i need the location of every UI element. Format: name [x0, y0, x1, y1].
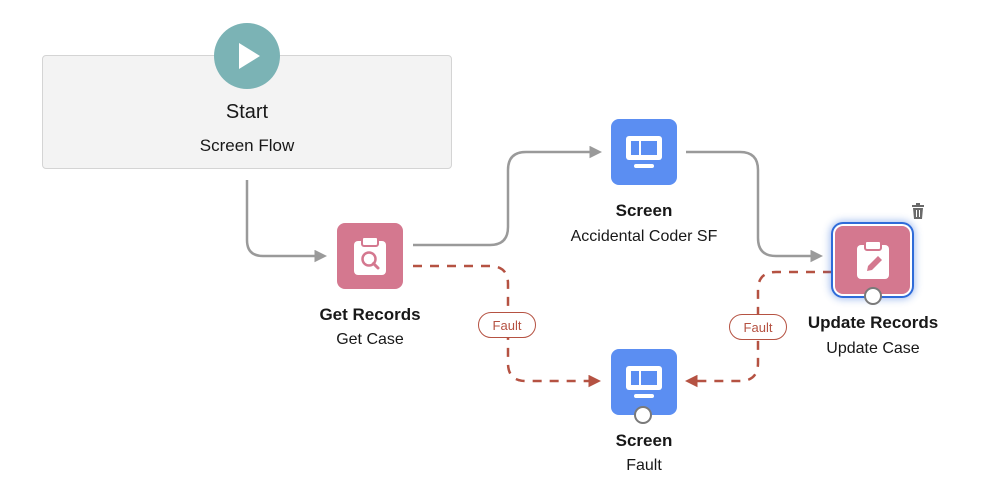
screen-fault-node[interactable]	[611, 349, 677, 415]
trash-icon[interactable]	[909, 202, 927, 220]
play-icon	[239, 43, 260, 69]
get-records-title: Get Records	[319, 305, 421, 324]
clipboard-search-icon	[354, 236, 386, 275]
screen-fault-title: Screen	[615, 431, 673, 450]
update-records-node[interactable]	[835, 226, 910, 294]
start-subtitle: Screen Flow	[199, 136, 295, 155]
connector-start-to-get-records[interactable]	[245, 180, 327, 263]
fault-label-right: Fault	[729, 314, 787, 340]
start-title: Start	[225, 101, 269, 123]
clipboard-edit-icon	[856, 240, 889, 279]
fault-connector-get-records[interactable]	[413, 264, 601, 388]
get-records-node[interactable]	[337, 223, 403, 289]
screen-icon	[626, 366, 662, 398]
start-node-icon[interactable]	[214, 23, 280, 89]
fault-label-left: Fault	[478, 312, 536, 338]
screen-icon	[626, 136, 662, 168]
screen-main-node[interactable]	[611, 119, 677, 185]
update-records-title: Update Records	[807, 313, 939, 332]
screen-main-label: Accidental Coder SF	[570, 228, 718, 245]
get-records-label: Get Case	[336, 331, 404, 348]
screen-fault-label: Fault	[626, 457, 662, 474]
screen-fault-port[interactable]	[634, 406, 652, 424]
connector-screen-to-update-records[interactable]	[686, 150, 823, 263]
update-records-fault-port[interactable]	[864, 287, 882, 305]
update-records-label: Update Case	[826, 340, 920, 357]
connector-get-records-to-screen[interactable]	[413, 145, 602, 247]
screen-main-title: Screen	[615, 201, 673, 220]
